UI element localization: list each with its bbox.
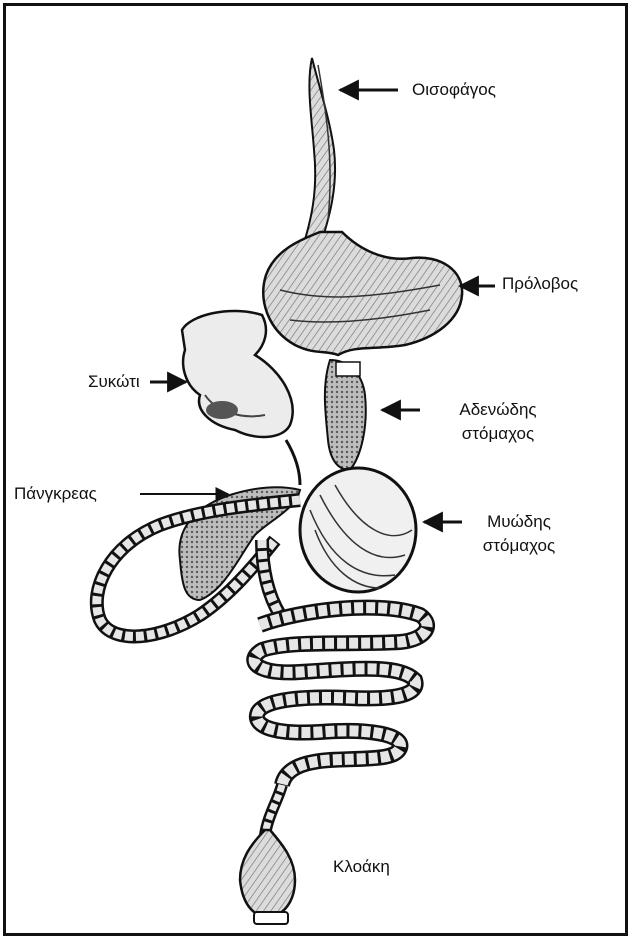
label-muscular-stomach: Μυώδης στόμαχος (460, 510, 578, 558)
label-crop: Πρόλοβος (502, 272, 578, 296)
label-oesophagus: Οισοφάγος (412, 78, 496, 102)
muscular-stomach-organ (300, 468, 416, 592)
label-glandular-stomach-line1: Αδενώδης (438, 398, 558, 422)
label-muscular-stomach-line2: στόμαχος (460, 534, 578, 558)
label-cloaca: Κλοάκη (333, 855, 390, 879)
label-muscular-stomach-line1: Μυώδης (460, 510, 578, 534)
label-glandular-stomach-line2: στόμαχος (438, 422, 558, 446)
intestine-coils (254, 608, 427, 785)
label-pancreas: Πάνγκρεας (14, 482, 97, 506)
label-liver: Συκώτι (88, 370, 140, 394)
cloaca-organ (240, 830, 295, 918)
label-glandular-stomach: Αδενώδης στόμαχος (438, 398, 558, 446)
